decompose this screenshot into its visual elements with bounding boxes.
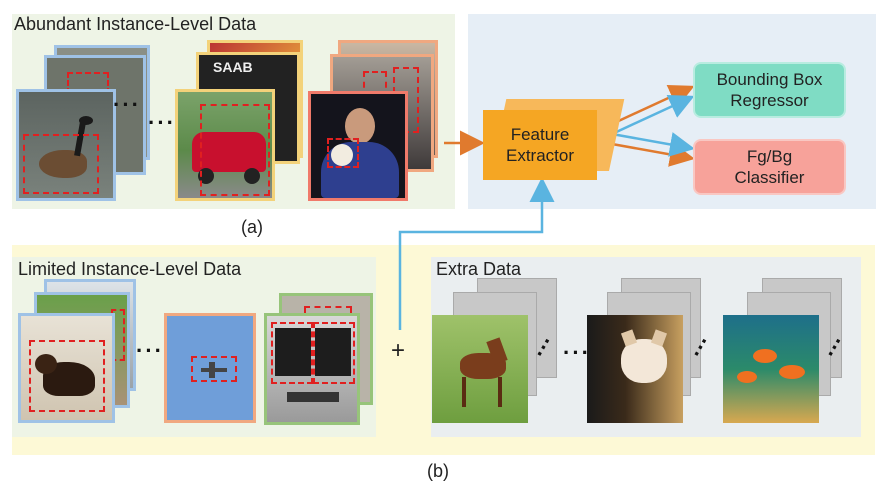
arrow-extractor-to-regressor-orange (611, 85, 695, 126)
plus-sign: + (391, 337, 406, 364)
clownfish-photo (723, 315, 819, 423)
limited-stack-ellipsis: ··· (136, 338, 164, 363)
arrow-extractor-to-classifier-blue (611, 132, 695, 157)
limited-data-title: Limited Instance-Level Data (18, 259, 242, 279)
cat-photo (587, 315, 683, 423)
red-car-photo (175, 89, 275, 201)
dog-photo (18, 313, 115, 423)
caption-a: (a) (241, 217, 263, 237)
goose-stack-dots: ··· (113, 92, 141, 117)
stack-ellipsis-1: ··· (148, 110, 176, 135)
extra-data-title: Extra Data (436, 259, 522, 279)
horses-photo (432, 315, 528, 423)
monitors-photo (264, 313, 360, 425)
caption-b: (b) (427, 461, 449, 481)
classifier-line2: Classifier (734, 168, 805, 187)
man-with-dog-photo (308, 91, 408, 201)
regressor-line2: Regressor (730, 91, 809, 110)
extra-stack-ellipsis-1: ··· (563, 340, 591, 365)
feature-extractor-line2: Extractor (505, 146, 575, 165)
saab-logo-text: SAAB (213, 59, 253, 75)
regressor-line1: Bounding Box (716, 69, 823, 89)
airplane-photo (164, 313, 256, 423)
abundant-data-title: Abundant Instance-Level Data (14, 14, 257, 34)
arrow-panel-b-to-extractor (398, 177, 555, 330)
feature-extractor-line1: Feature (510, 124, 570, 144)
arrow-extractor-to-regressor-blue (611, 95, 695, 136)
classifier-line1: Fg/Bg (746, 146, 793, 166)
goose-photo (16, 89, 116, 201)
